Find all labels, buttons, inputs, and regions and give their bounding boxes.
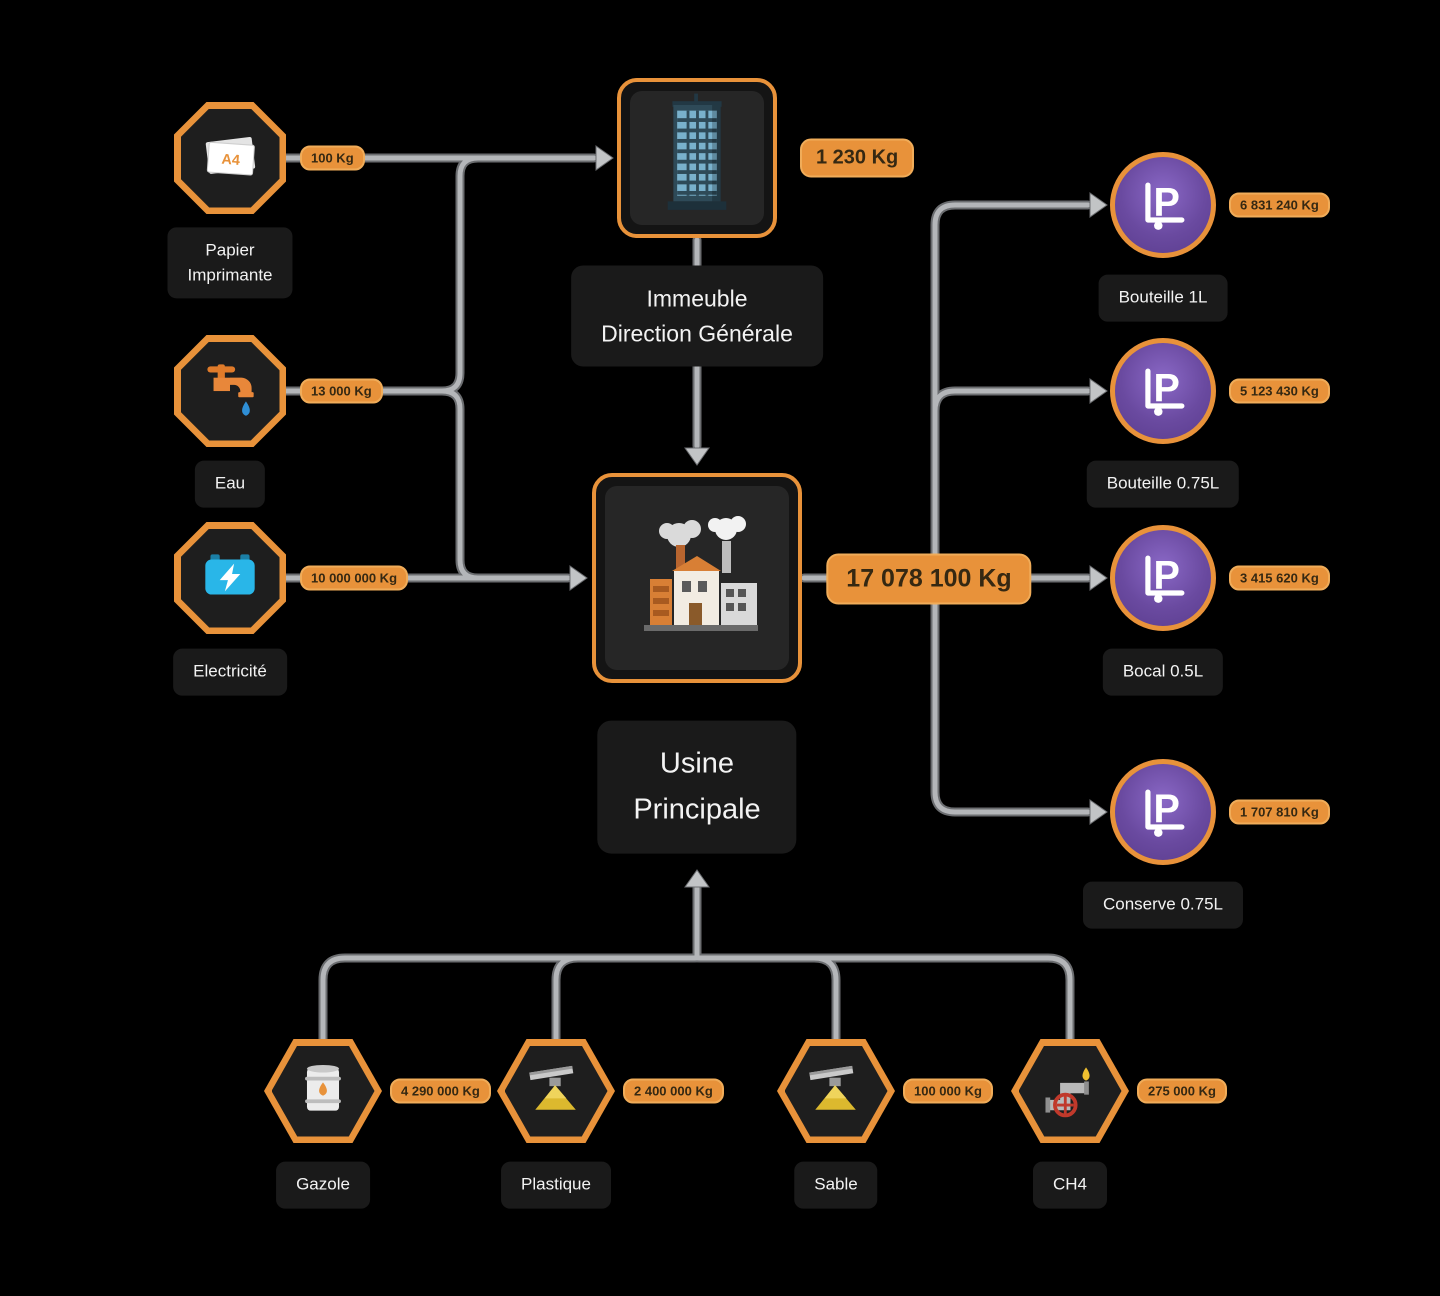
node-bouteille-075l[interactable]: P <box>1110 338 1216 444</box>
eau-weight-badge: 13 000 Kg <box>300 378 383 404</box>
plastique-label: Plastique <box>501 1161 611 1209</box>
bocal-05l-label: Bocal 0.5L <box>1102 648 1224 696</box>
printer-paper-icon: A4 <box>194 120 266 197</box>
electricite-weight-badge: 10 000 000 Kg <box>300 565 409 591</box>
pallet-truck-icon: P <box>1130 777 1196 848</box>
node-eau[interactable] <box>174 335 286 447</box>
node-bocal-05l[interactable]: P <box>1110 525 1216 631</box>
conserve-075l-weight-badge: 1 707 810 Kg <box>1229 799 1330 825</box>
usine-label: Usine Principale <box>597 720 797 854</box>
node-papier[interactable]: A4 <box>174 102 286 214</box>
svg-text:P: P <box>1154 787 1180 831</box>
office-building-icon <box>645 93 749 224</box>
factory-icon <box>622 501 772 656</box>
node-gazole[interactable] <box>264 1039 382 1143</box>
papier-label: Papier Imprimante <box>167 227 293 299</box>
node-bouteille-1l[interactable]: P <box>1110 152 1216 258</box>
plastique-weight-badge: 2 400 000 Kg <box>623 1078 724 1104</box>
ch4-weight-badge: 275 000 Kg <box>1137 1078 1227 1104</box>
water-faucet-icon <box>194 353 266 430</box>
bouteille-075l-label: Bouteille 0.75L <box>1086 460 1240 508</box>
bouteille-1l-weight-badge: 6 831 240 Kg <box>1229 192 1330 218</box>
pallet-truck-icon: P <box>1130 170 1196 241</box>
svg-text:P: P <box>1154 180 1180 224</box>
usine-weight-badge: 17 078 100 Kg <box>826 553 1032 605</box>
immeuble-weight-badge: 1 230 Kg <box>800 138 915 178</box>
electric-battery-icon <box>194 540 266 617</box>
gazole-label: Gazole <box>276 1161 370 1209</box>
gazole-weight-badge: 4 290 000 Kg <box>390 1078 491 1104</box>
svg-text:A4: A4 <box>221 151 240 168</box>
bocal-05l-weight-badge: 3 415 620 Kg <box>1229 565 1330 591</box>
conserve-075l-label: Conserve 0.75L <box>1082 881 1244 929</box>
immeuble-label: Immeuble Direction Générale <box>571 265 823 367</box>
node-electricite[interactable] <box>174 522 286 634</box>
node-usine[interactable] <box>592 473 802 683</box>
arrowheads <box>569 145 1108 888</box>
svg-text:P: P <box>1154 366 1180 410</box>
electricite-label: Electricité <box>173 648 287 696</box>
gas-pipe-icon <box>1037 1056 1103 1127</box>
papier-weight-badge: 100 Kg <box>300 145 365 171</box>
node-conserve-075l[interactable]: P <box>1110 759 1216 865</box>
bouteille-075l-weight-badge: 5 123 430 Kg <box>1229 378 1330 404</box>
sable-label: Sable <box>794 1161 878 1209</box>
hopper-icon <box>523 1056 589 1127</box>
node-plastique[interactable] <box>497 1039 615 1143</box>
node-immeuble[interactable] <box>617 78 777 238</box>
node-sable[interactable] <box>777 1039 895 1143</box>
oil-barrel-icon <box>290 1056 356 1127</box>
svg-text:P: P <box>1154 553 1180 597</box>
ch4-label: CH4 <box>1032 1161 1108 1209</box>
sable-weight-badge: 100 000 Kg <box>903 1078 993 1104</box>
pallet-truck-icon: P <box>1130 356 1196 427</box>
eau-label: Eau <box>194 460 266 508</box>
hopper-icon <box>803 1056 869 1127</box>
bouteille-1l-label: Bouteille 1L <box>1098 274 1228 322</box>
pallet-truck-icon: P <box>1130 543 1196 614</box>
